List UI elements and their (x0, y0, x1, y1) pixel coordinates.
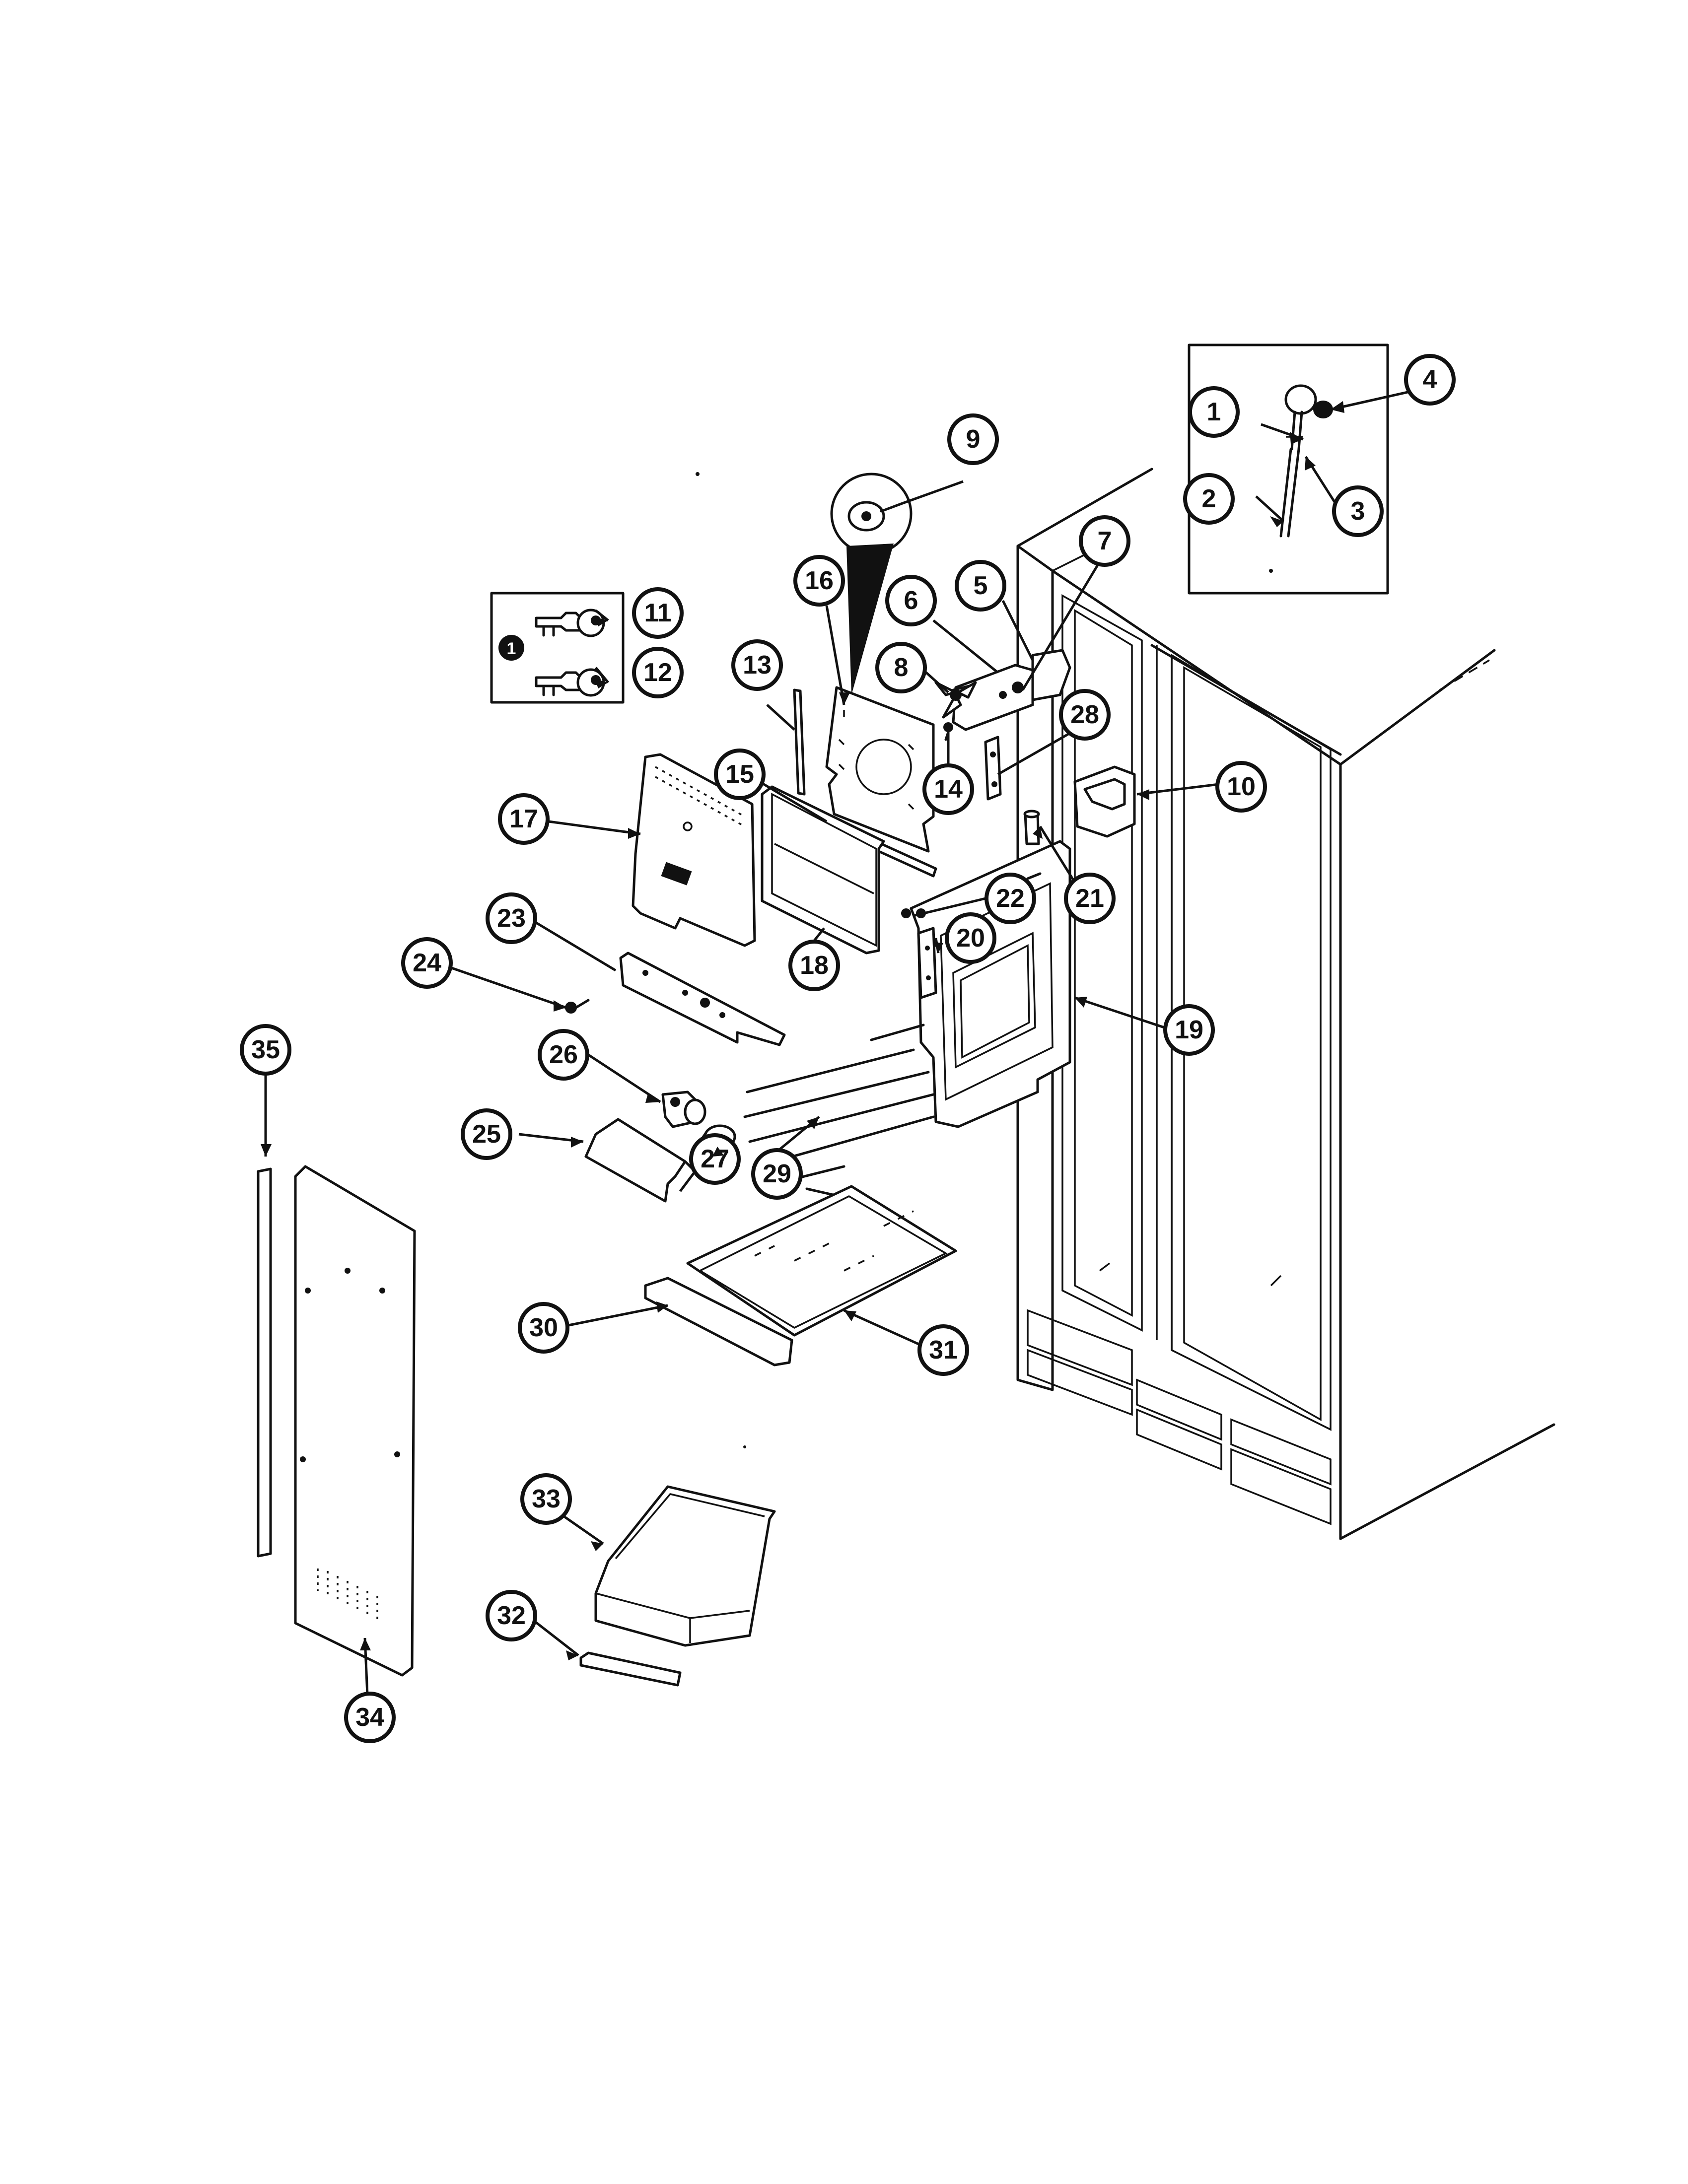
callout-25: 25 (461, 1108, 512, 1160)
callout-13: 13 (731, 639, 783, 691)
callout-16: 16 (793, 555, 845, 607)
callout-9: 9 (947, 413, 999, 465)
kit-marker-label: 1 (507, 639, 516, 658)
callout-17: 17 (498, 793, 550, 845)
part-18-housing (761, 785, 885, 955)
svg-text:10: 10 (1227, 772, 1256, 801)
svg-text:1: 1 (1207, 398, 1221, 426)
svg-text:3: 3 (1351, 497, 1365, 526)
svg-text:13: 13 (743, 651, 772, 680)
callout-32: 32 (486, 1590, 537, 1641)
part-35-strip (257, 1167, 272, 1558)
callout-1: 1 (1188, 386, 1240, 438)
callout-31: 31 (917, 1324, 969, 1376)
part-24 (565, 999, 590, 1014)
part-17-panel (632, 753, 756, 947)
part-13 (793, 688, 806, 796)
part-26-valve (661, 1091, 706, 1128)
svg-text:6: 6 (904, 586, 918, 615)
callout-24: 24 (401, 937, 453, 989)
callout-21: 21 (1064, 873, 1116, 924)
part-31-glass-shelf (686, 1185, 957, 1337)
part-25-tray (584, 1118, 697, 1203)
callout-10: 10 (1215, 761, 1267, 813)
callout-7: 7 (1079, 515, 1130, 567)
svg-text:21: 21 (1075, 884, 1104, 913)
svg-text:7: 7 (1098, 527, 1112, 555)
callout-33: 33 (520, 1473, 572, 1525)
svg-text:15: 15 (725, 760, 754, 789)
svg-text:12: 12 (643, 658, 672, 687)
callout-27: 27 (689, 1133, 741, 1185)
callout-12: 12 (632, 647, 684, 698)
valve-icon-12 (535, 668, 605, 697)
part-9-detail (830, 473, 913, 695)
callout-28: 28 (1059, 689, 1111, 741)
svg-text:5: 5 (974, 571, 988, 600)
svg-text:16: 16 (805, 566, 834, 595)
callout-3: 3 (1332, 485, 1384, 537)
part-21 (1023, 810, 1040, 845)
callout-35: 35 (240, 1024, 291, 1076)
part-10 (1073, 765, 1136, 838)
svg-text:18: 18 (800, 951, 829, 980)
callout-19: 19 (1163, 1004, 1215, 1056)
callouts: 1 2 3 4 5 6 7 8 9 10 11 12 13 14 15 16 1… (240, 354, 1456, 1743)
svg-text:35: 35 (251, 1035, 280, 1064)
callout-15: 15 (714, 749, 766, 800)
callout-11: 11 (632, 587, 684, 639)
callout-23: 23 (486, 892, 537, 944)
part-23-bracket (619, 952, 786, 1046)
svg-text:27: 27 (701, 1145, 729, 1173)
svg-text:31: 31 (929, 1336, 958, 1365)
svg-text:34: 34 (355, 1703, 384, 1732)
svg-text:25: 25 (472, 1120, 501, 1149)
svg-text:4: 4 (1423, 365, 1437, 394)
callout-22: 22 (985, 873, 1036, 924)
svg-text:32: 32 (497, 1601, 526, 1630)
part-33-bin (594, 1485, 776, 1647)
svg-text:11: 11 (644, 599, 672, 627)
svg-text:33: 33 (532, 1485, 561, 1513)
svg-text:20: 20 (956, 924, 985, 953)
svg-text:23: 23 (497, 904, 526, 933)
svg-text:17: 17 (509, 805, 538, 833)
callout-30: 30 (518, 1302, 569, 1354)
part-19-frame (901, 840, 1071, 1128)
callout-6: 6 (885, 575, 937, 626)
svg-text:8: 8 (894, 653, 909, 682)
fan-motor-assembly (934, 649, 1071, 801)
callout-14: 14 (922, 763, 974, 815)
part-34-panel (294, 1165, 416, 1677)
callout-18: 18 (788, 940, 840, 991)
inset-water-line-detail (1188, 343, 1389, 595)
svg-text:28: 28 (1070, 700, 1099, 729)
svg-text:2: 2 (1202, 484, 1216, 513)
svg-text:26: 26 (549, 1040, 578, 1069)
svg-text:29: 29 (763, 1160, 791, 1188)
part-30-trim (644, 1277, 793, 1366)
callout-20: 20 (945, 912, 996, 964)
svg-text:24: 24 (413, 949, 441, 977)
leader-lines (264, 386, 1430, 1696)
arrowheads (261, 401, 1344, 1660)
part-32-front (579, 1651, 682, 1687)
svg-text:14: 14 (934, 775, 963, 804)
inset-kit-valves: 1 (490, 592, 625, 704)
valve-icon-11 (535, 609, 605, 637)
refrigerator-cabinet (1016, 468, 1555, 1540)
callout-29: 29 (751, 1148, 803, 1200)
svg-text:9: 9 (966, 425, 981, 454)
callout-2: 2 (1183, 473, 1235, 525)
callout-4: 4 (1404, 354, 1456, 406)
callout-5: 5 (955, 560, 1006, 612)
svg-text:22: 22 (996, 884, 1025, 913)
svg-text:30: 30 (529, 1313, 558, 1342)
svg-text:19: 19 (1175, 1016, 1203, 1044)
callout-34: 34 (344, 1692, 396, 1743)
callout-26: 26 (538, 1029, 589, 1081)
callout-8: 8 (875, 642, 927, 693)
